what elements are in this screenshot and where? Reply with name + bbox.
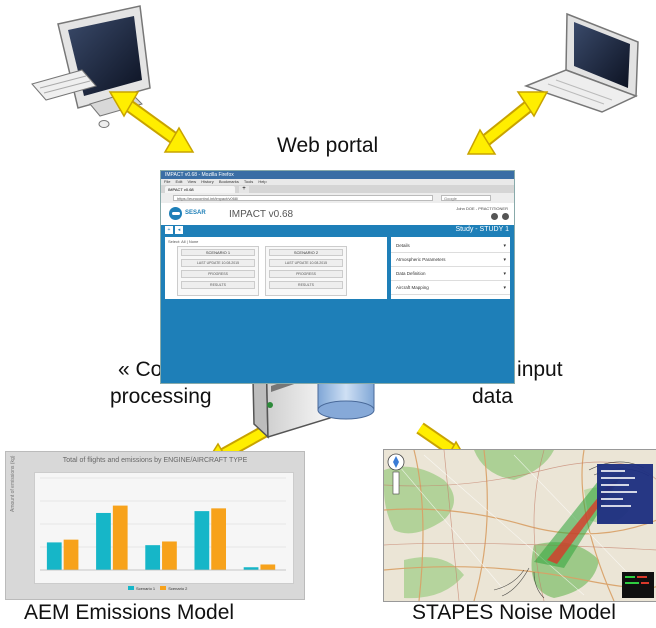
- chevron-down-icon: ▾: [503, 271, 506, 277]
- panel-data-definition[interactable]: Data Definition ▾: [391, 267, 510, 281]
- back-icon[interactable]: ◂: [175, 226, 183, 234]
- panel-label: Data Definition: [396, 271, 426, 276]
- browser-title-bar: IMPACT v0.68 - Mozilla Firefox: [161, 171, 514, 179]
- app-title: IMPACT v0.68: [229, 209, 294, 220]
- bar-series2[interactable]: [260, 564, 276, 570]
- scenario-card[interactable]: SCENARIO 1 LAST UPDATE 10.08.2015 PROGRE…: [177, 246, 259, 296]
- web-portal-screenshot: IMPACT v0.68 - Mozilla Firefox File Edit…: [160, 170, 515, 384]
- scenario-area: Select: All | None SCENARIO 1 LAST UPDAT…: [165, 237, 387, 299]
- settings-icon[interactable]: [491, 213, 498, 220]
- scenario-results[interactable]: RESULTS: [269, 281, 343, 289]
- logout-icon[interactable]: [502, 213, 509, 220]
- browser-tab-bar: IMPACT v0.68 +: [161, 185, 514, 193]
- panel-label: Atmospheric Parameters: [396, 257, 446, 262]
- noise-map-image: [384, 450, 656, 601]
- bar-series1[interactable]: [243, 567, 259, 570]
- app-header: SESAR IMPACT v0.68 John DOE - PRACTITION…: [161, 203, 514, 225]
- desktop-computer-icon: [31, 5, 151, 128]
- arrow-laptop-to-portal: [466, 91, 549, 155]
- core-processing-label-line2: processing: [110, 385, 212, 408]
- scenario-name: SCENARIO 2: [269, 249, 343, 256]
- arrow-desktop-to-portal: [108, 91, 195, 153]
- chevron-down-icon: ▾: [503, 257, 506, 263]
- panel-details[interactable]: Details ▾: [391, 239, 510, 253]
- panel-atmospheric-parameters[interactable]: Atmospheric Parameters ▾: [391, 253, 510, 267]
- chevron-down-icon: ▾: [503, 243, 506, 249]
- selection-text[interactable]: Select: All | None: [168, 239, 199, 244]
- scenario-results[interactable]: RESULTS: [181, 281, 255, 289]
- scenario-progress[interactable]: PROGRESS: [181, 270, 255, 278]
- bar-chart: [40, 477, 286, 571]
- url-field[interactable]: https://eurocontrol.int/impact/v068/: [173, 195, 433, 201]
- legend-swatch-series2: [160, 586, 167, 590]
- study-title: Study - STUDY 1: [455, 226, 509, 233]
- sesar-logo-text: SESAR: [185, 210, 206, 216]
- study-panels: Details ▾ Atmospheric Parameters ▾ Data De…: [391, 237, 510, 299]
- browser-url-bar: https://eurocontrol.int/impact/v068/ Goo…: [161, 193, 514, 203]
- browser-search-field[interactable]: Google: [441, 195, 491, 201]
- bar-series1[interactable]: [96, 512, 111, 570]
- legend-swatch-series1: [128, 586, 134, 590]
- chart-title: Total of flights and emissions by ENGINE…: [62, 457, 248, 464]
- scenario-last-update: LAST UPDATE 10.08.2015: [269, 259, 343, 267]
- bar-series2[interactable]: [63, 539, 79, 570]
- stapes-model-label: STAPES Noise Model: [412, 601, 616, 624]
- bar-series2[interactable]: [162, 541, 177, 570]
- aem-chart-panel: Total of flights and emissions by ENGINE…: [5, 451, 305, 600]
- bar-series2[interactable]: [211, 508, 227, 570]
- bar-series1[interactable]: [145, 545, 161, 570]
- scenario-progress[interactable]: PROGRESS: [269, 270, 343, 278]
- user-label: John DOE - PRACTITIONER: [456, 206, 508, 211]
- panel-label: Aircraft Mapping: [396, 285, 429, 290]
- bar-series1[interactable]: [194, 511, 210, 570]
- chart-legend: Scenario 1 Scenario 2: [124, 586, 187, 591]
- legend-label[interactable]: Scenario 1: [136, 586, 156, 591]
- new-tab-button[interactable]: +: [239, 186, 249, 193]
- aem-model-label: AEM Emissions Model: [24, 601, 235, 624]
- y-axis-label: Amount of emissions (kg): [10, 455, 16, 512]
- panel-aircraft-mapping[interactable]: Aircraft Mapping ▾: [391, 281, 510, 295]
- sesar-logo-icon: [169, 207, 182, 220]
- stapes-noise-map: [383, 449, 656, 602]
- browser-menu-bar: File Edit View History Bookmarks Tools H…: [161, 179, 514, 185]
- study-bar: + ◂ Study - STUDY 1: [161, 225, 514, 235]
- bar-series2[interactable]: [112, 505, 128, 570]
- legend-label[interactable]: Scenario 2: [168, 586, 188, 591]
- sesar-logo: SESAR: [169, 207, 209, 221]
- scenario-name: SCENARIO 1: [181, 249, 255, 256]
- bar-series1[interactable]: [46, 542, 62, 570]
- add-icon[interactable]: +: [165, 226, 173, 234]
- common-input-label-line2: data: [472, 385, 513, 408]
- panel-label: Details: [396, 243, 410, 248]
- chevron-down-icon: ▾: [503, 285, 506, 291]
- browser-tab[interactable]: IMPACT v0.68: [165, 186, 235, 193]
- web-portal-label: Web portal: [277, 134, 379, 157]
- scenario-last-update: LAST UPDATE 10.08.2015: [181, 259, 255, 267]
- laptop-computer-icon: [523, 12, 639, 113]
- scenario-card[interactable]: SCENARIO 2 LAST UPDATE 10.08.2015 PROGRE…: [265, 246, 347, 296]
